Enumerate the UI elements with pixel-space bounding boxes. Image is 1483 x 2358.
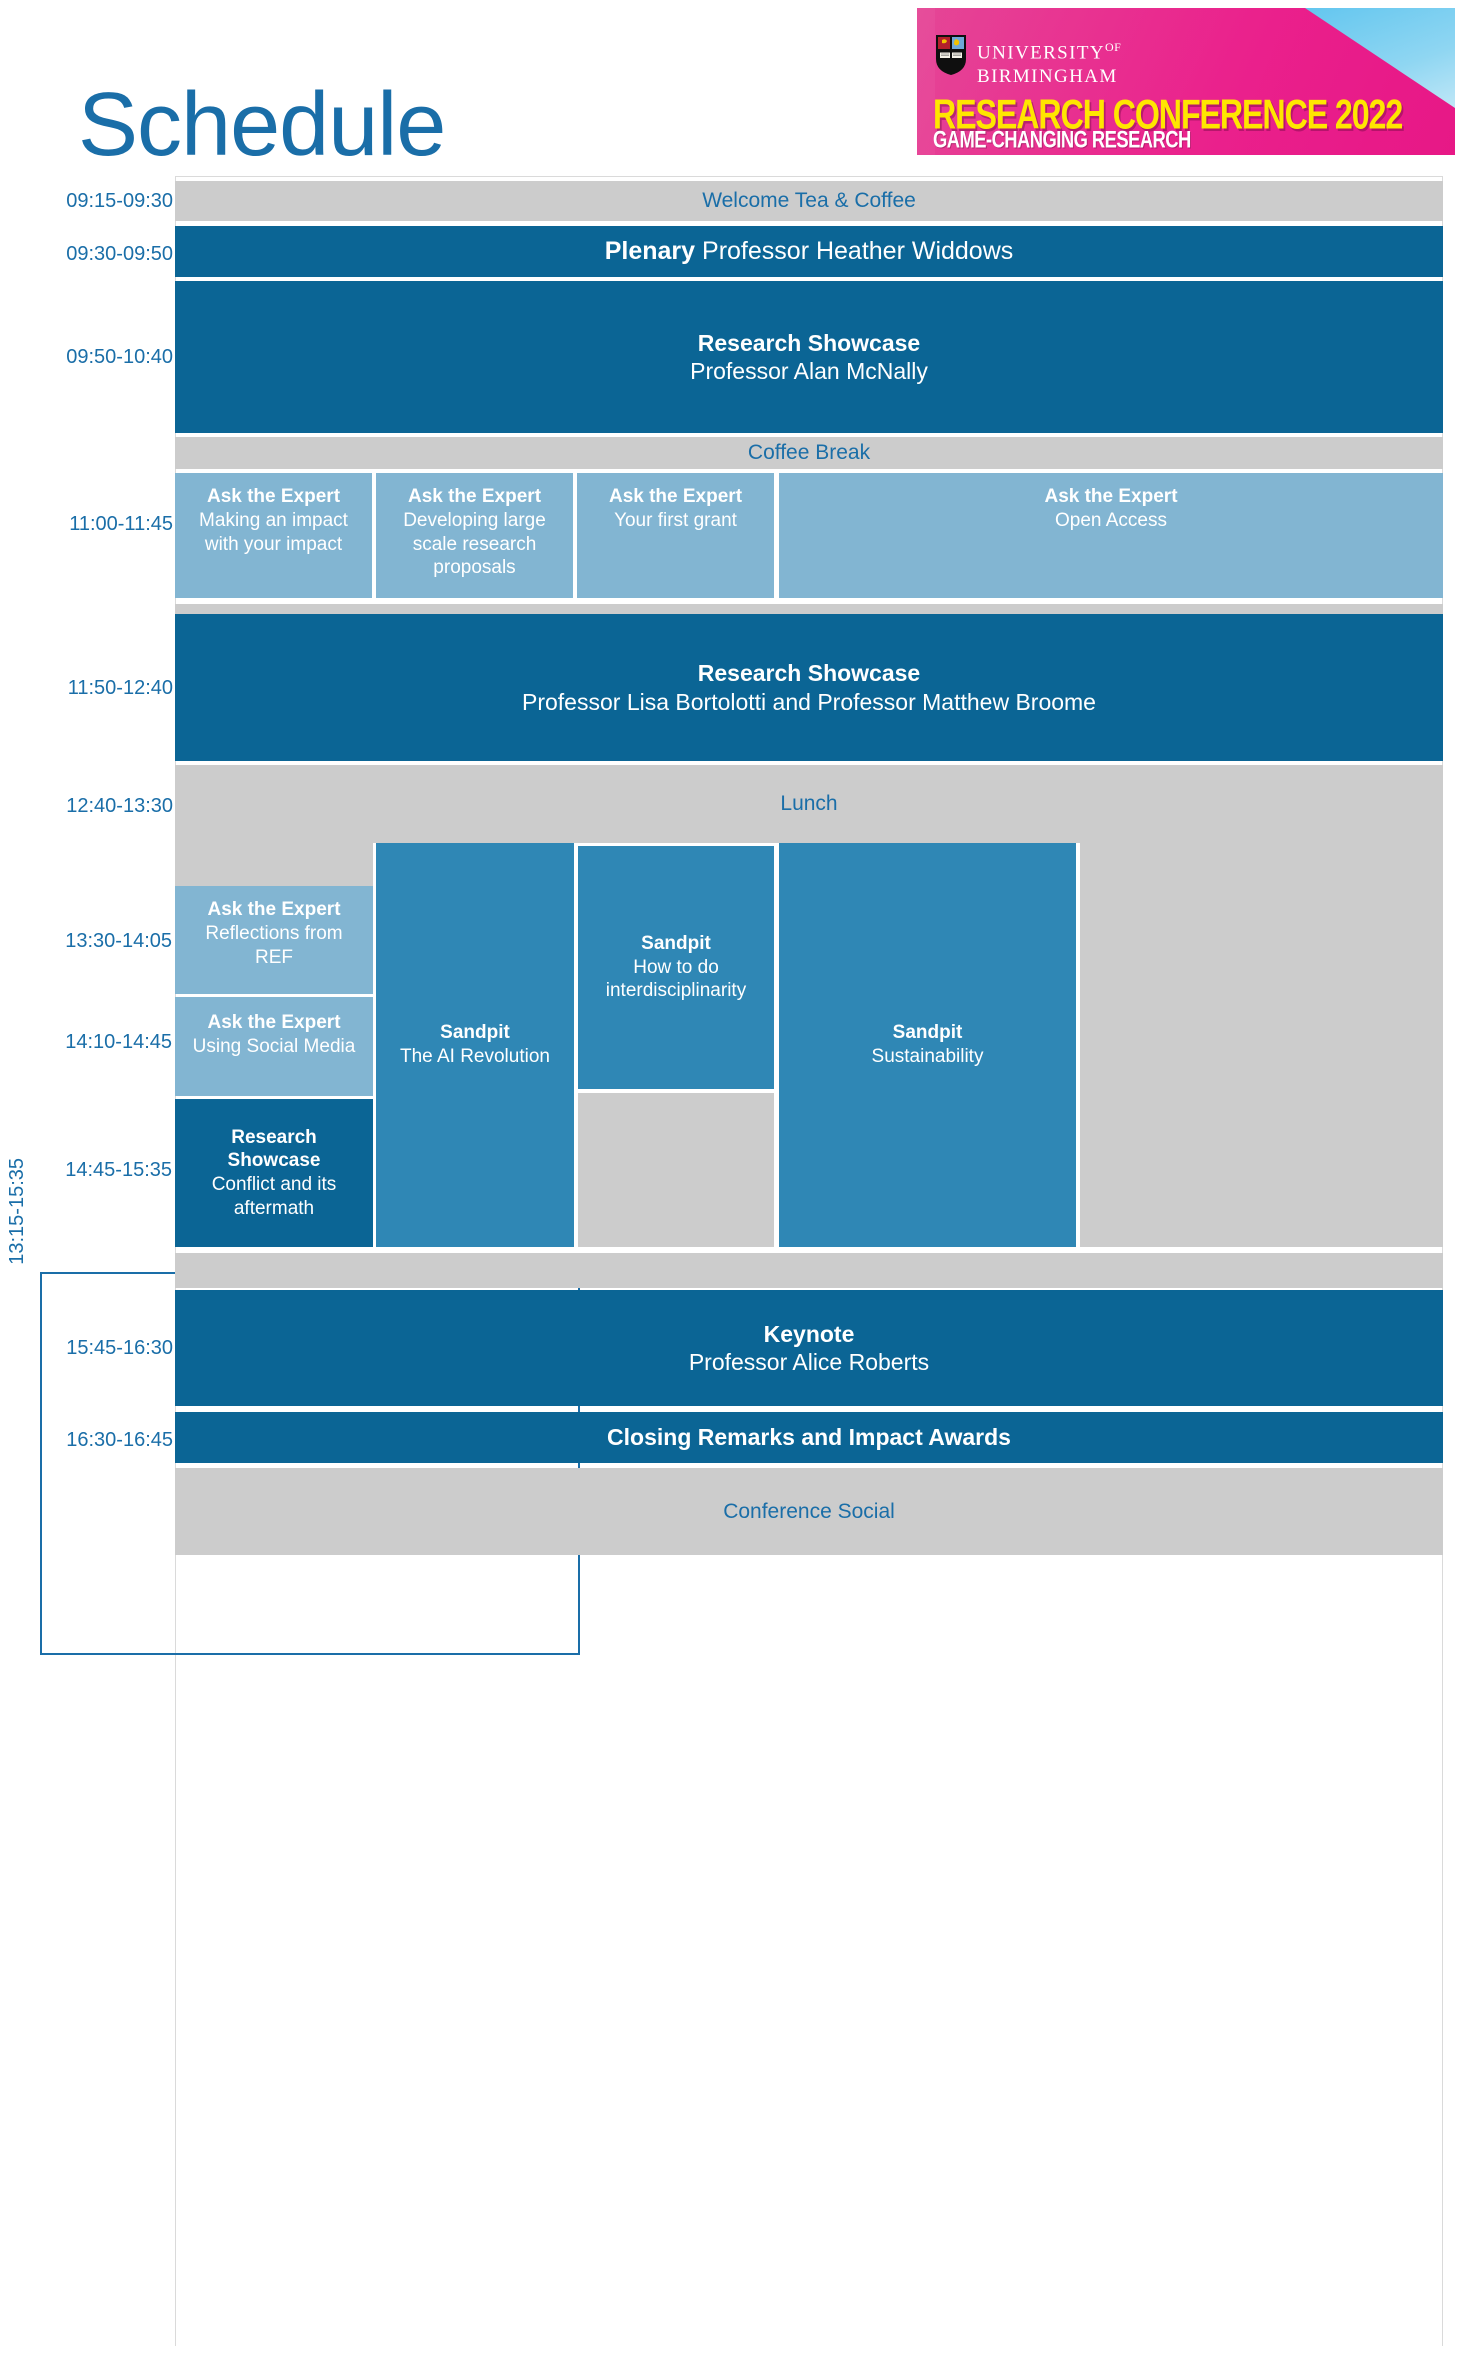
session-title: Research Showcase bbox=[697, 660, 921, 687]
time-label-ask-expert-morning: 11:00-11:45 bbox=[69, 513, 173, 535]
session-title: Ask the Expert bbox=[407, 486, 542, 507]
time-label-reflections-ref: 13:30-14:05 bbox=[65, 930, 172, 952]
session-welcome-tea-coffee[interactable]: Welcome Tea & Coffee bbox=[175, 181, 1443, 221]
session-subtitle: Your first grant bbox=[614, 509, 737, 531]
time-label-conflict: 14:45-15:35 bbox=[65, 1159, 172, 1181]
time-label-lunch: 12:40-13:30 bbox=[66, 795, 173, 817]
session-ask-expert-impact[interactable]: Ask the Expert Making an impact with you… bbox=[175, 473, 372, 598]
session-subtitle: Developing large scale research proposal… bbox=[403, 509, 546, 579]
session-title: Keynote bbox=[763, 1320, 855, 1347]
session-subtitle: Professor Alan McNally bbox=[690, 358, 928, 384]
session-subtitle: How to do interdisciplinarity bbox=[605, 956, 747, 1002]
session-title: Sandpit bbox=[892, 1022, 963, 1044]
session-title: Research Showcase bbox=[227, 1126, 321, 1172]
session-research-showcase-bortolotti-broome[interactable]: Research Showcase Professor Lisa Bortolo… bbox=[175, 614, 1443, 761]
sandpit-interdisciplinarity-gap bbox=[578, 1093, 774, 1247]
university-of: OF bbox=[1105, 40, 1122, 54]
session-ask-expert-social-media[interactable]: Ask the Expert Using Social Media bbox=[175, 997, 373, 1096]
session-lunch-extension bbox=[175, 843, 373, 886]
session-ask-expert-reflections-ref[interactable]: Ask the Expert Reflections from REF bbox=[175, 886, 373, 994]
session-title: Ask the Expert bbox=[207, 899, 341, 920]
session-title: Plenary bbox=[604, 237, 696, 265]
session-coffee-break[interactable]: Coffee Break bbox=[175, 437, 1443, 469]
university-name: UNIVERSITYOF BIRMINGHAM bbox=[977, 35, 1121, 89]
time-label-plenary: 09:30-09:50 bbox=[66, 243, 173, 265]
university-line2: BIRMINGHAM bbox=[977, 66, 1118, 88]
session-ask-expert-large-scale[interactable]: Ask the Expert Developing large scale re… bbox=[376, 473, 573, 598]
university-line1: UNIVERSITY bbox=[977, 42, 1105, 64]
session-title: Sandpit bbox=[440, 1022, 510, 1044]
afternoon-empty-area bbox=[1080, 843, 1443, 1247]
session-label: Conference Social bbox=[723, 1499, 895, 1523]
session-closing-remarks[interactable]: Closing Remarks and Impact Awards bbox=[175, 1412, 1443, 1463]
session-research-showcase-conflict[interactable]: Research Showcase Conflict and its after… bbox=[175, 1099, 373, 1247]
time-label-closing: 16:30-16:45 bbox=[66, 1429, 173, 1451]
session-subtitle: Using Social Media bbox=[192, 1035, 356, 1057]
session-subtitle: Open Access bbox=[1055, 509, 1167, 531]
session-subtitle: Professor Heather Widdows bbox=[702, 237, 1014, 265]
banner-tagline: GAME-CHANGING RESEARCH bbox=[933, 127, 1191, 154]
session-subtitle: Conflict and its aftermath bbox=[211, 1174, 337, 1219]
conference-banner: UNIVERSITYOF BIRMINGHAM RESEARCH CONFERE… bbox=[917, 8, 1455, 155]
divider-strip-afternoon bbox=[175, 1253, 1443, 1288]
time-label-social-media: 14:10-14:45 bbox=[65, 1031, 172, 1053]
session-title: Sandpit bbox=[641, 932, 711, 954]
session-keynote[interactable]: Keynote Professor Alice Roberts bbox=[175, 1290, 1443, 1406]
session-research-showcase-mcnally[interactable]: Research Showcase Professor Alan McNally bbox=[175, 281, 1443, 433]
session-title: Ask the Expert bbox=[206, 486, 341, 507]
session-subtitle: The AI Revolution bbox=[400, 1046, 550, 1067]
time-label-welcome: 09:15-09:30 bbox=[66, 190, 173, 212]
session-title: Ask the Expert bbox=[1044, 486, 1178, 507]
session-subtitle: Reflections from REF bbox=[205, 922, 343, 968]
session-title: Research Showcase bbox=[697, 329, 921, 356]
session-conference-social[interactable]: Conference Social bbox=[175, 1468, 1443, 1555]
session-label: Lunch bbox=[780, 792, 838, 816]
session-sandpit-sustainability[interactable]: Sandpit Sustainability bbox=[779, 843, 1076, 1247]
session-sandpit-interdisciplinarity[interactable]: Sandpit How to do interdisciplinarity bbox=[578, 846, 774, 1089]
divider-strip-morning bbox=[175, 604, 1443, 614]
session-lunch[interactable]: Lunch bbox=[175, 765, 1443, 843]
session-text: Plenary Professor Heather Widdows bbox=[605, 237, 1014, 266]
session-ask-expert-open-access[interactable]: Ask the Expert Open Access bbox=[779, 473, 1443, 598]
session-plenary[interactable]: Plenary Professor Heather Widdows bbox=[175, 226, 1443, 277]
session-subtitle: Professor Lisa Bortolotti and Professor … bbox=[522, 688, 1096, 715]
banner-conference-title: RESEARCH CONFERENCE 2022 bbox=[933, 92, 1403, 139]
time-label-showcase-mcnally: 09:50-10:40 bbox=[66, 346, 173, 368]
session-title: Ask the Expert bbox=[608, 486, 743, 507]
session-label: Welcome Tea & Coffee bbox=[702, 189, 916, 213]
session-label: Closing Remarks and Impact Awards bbox=[607, 1424, 1011, 1451]
session-ask-expert-first-grant[interactable]: Ask the Expert Your first grant bbox=[577, 473, 774, 598]
session-subtitle: Making an impact with your impact bbox=[199, 509, 348, 555]
university-crest-icon bbox=[936, 35, 966, 75]
session-sandpit-ai-revolution[interactable]: Sandpit The AI Revolution bbox=[376, 843, 574, 1247]
session-subtitle: Sustainability bbox=[871, 1046, 984, 1067]
time-label-keynote: 15:45-16:30 bbox=[66, 1337, 173, 1359]
session-label: Coffee Break bbox=[747, 441, 871, 465]
page-title: Schedule bbox=[78, 75, 446, 175]
session-title: Ask the Expert bbox=[207, 1012, 341, 1033]
time-label-showcase-bortolotti: 11:50-12:40 bbox=[67, 677, 173, 699]
session-subtitle: Professor Alice Roberts bbox=[688, 1349, 930, 1375]
